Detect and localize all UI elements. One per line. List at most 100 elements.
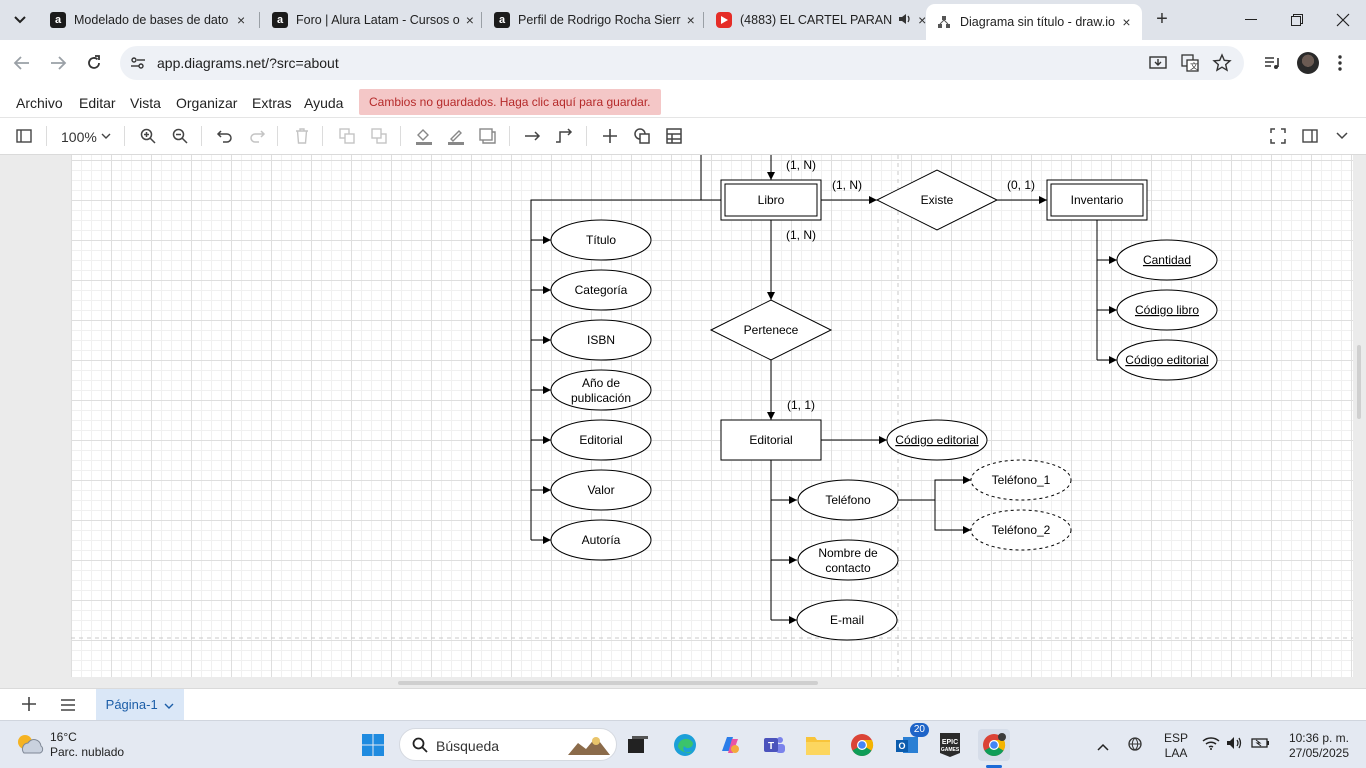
unsaved-changes-notice[interactable]: Cambios no guardados. Haga clic aquí par…	[359, 89, 661, 115]
back-button[interactable]	[8, 49, 36, 77]
attribute-ellipse[interactable]: Título	[550, 219, 652, 261]
attribute-ellipse[interactable]: Valor	[550, 469, 652, 511]
entity-editorial[interactable]: Editorial	[720, 419, 822, 461]
horizontal-scrollbar[interactable]	[398, 681, 818, 685]
browser-tab-4[interactable]: (4883) EL CARTEL PARAN ×	[706, 0, 926, 40]
volume-icon[interactable]	[1226, 736, 1244, 755]
system-clock[interactable]: 10:36 p. m. 27/05/2025	[1283, 731, 1349, 761]
undo-button[interactable]	[213, 125, 237, 147]
attribute-codigo-editorial-key[interactable]: Código editorial	[886, 419, 988, 461]
relationship-pertenece[interactable]: Pertenece	[709, 299, 833, 361]
entity-inventario[interactable]: Inventario	[1046, 179, 1148, 221]
battery-icon[interactable]	[1251, 736, 1271, 755]
edge-tel-1[interactable]	[898, 476, 971, 501]
menu-vista[interactable]: Vista	[130, 95, 161, 111]
copilot-button[interactable]	[714, 729, 746, 761]
menu-extras[interactable]: Extras	[252, 95, 292, 111]
line-color-button[interactable]	[444, 125, 468, 147]
browser-tab-1[interactable]: a Modelado de bases de dato ×	[40, 0, 258, 40]
to-front-button[interactable]	[335, 125, 359, 147]
wifi-icon[interactable]	[1202, 736, 1220, 755]
edge-libro-attributes-trunk[interactable]	[530, 199, 721, 540]
collapse-toolbar-button[interactable]	[1330, 125, 1354, 147]
edge-tel-2[interactable]	[934, 500, 971, 534]
weather-widget[interactable]: 16°C Parc. nublado	[50, 730, 124, 760]
show-hidden-icons-button[interactable]	[1097, 738, 1109, 756]
menu-archivo[interactable]: Archivo	[16, 95, 63, 111]
edge-browser-button[interactable]	[669, 729, 701, 761]
attribute-ellipse[interactable]: Código libro	[1116, 289, 1218, 331]
input-language-indicator[interactable]: ESP LAA	[1164, 731, 1188, 761]
page-tab-1[interactable]: Página-1	[96, 689, 184, 721]
tab-search-menu-button[interactable]	[6, 6, 34, 34]
chrome-profile-button-active[interactable]	[978, 729, 1010, 761]
teams-button[interactable]: T	[758, 729, 790, 761]
attribute-ellipse[interactable]: Código editorial	[1116, 339, 1218, 381]
attribute-ellipse[interactable]: ISBN	[550, 319, 652, 361]
attribute-ellipse[interactable]: Autoría	[550, 519, 652, 561]
vertical-scrollbar[interactable]	[1357, 345, 1361, 419]
entity-libro[interactable]: Libro	[720, 179, 822, 221]
task-view-button[interactable]	[622, 729, 654, 761]
network-status-icon[interactable]	[1126, 735, 1144, 758]
table-button[interactable]	[662, 125, 686, 147]
attribute-telefono-2[interactable]: Teléfono_2	[970, 509, 1072, 551]
close-tab-icon[interactable]: ×	[237, 12, 246, 28]
reload-button[interactable]	[80, 49, 108, 77]
zoom-level[interactable]: 100%	[61, 129, 97, 145]
speaker-icon[interactable]	[898, 13, 912, 28]
site-settings-icon[interactable]	[128, 53, 148, 73]
file-explorer-button[interactable]	[802, 729, 834, 761]
format-panel-button[interactable]	[1298, 125, 1322, 147]
close-window-button[interactable]	[1320, 0, 1366, 40]
close-tab-icon[interactable]: ×	[686, 12, 695, 28]
profile-avatar[interactable]	[1297, 52, 1319, 74]
er-diagram[interactable]: (1, N) (1, N) (0, 1) (1, N) (1, 1) Libro…	[0, 155, 1366, 688]
redo-button[interactable]	[245, 125, 269, 147]
browser-tab-2[interactable]: a Foro | Alura Latam - Cursos o ×	[262, 0, 480, 40]
diagram-canvas[interactable]: (1, N) (1, N) (0, 1) (1, N) (1, 1) Libro…	[0, 155, 1366, 688]
url-text[interactable]: app.diagrams.net/?src=about	[157, 55, 339, 71]
attribute-ellipse[interactable]: Editorial	[550, 419, 652, 461]
zoom-dropdown-button[interactable]	[94, 125, 118, 147]
close-tab-icon[interactable]: ×	[1122, 14, 1131, 30]
connection-style-button[interactable]	[521, 125, 545, 147]
weather-icon[interactable]	[14, 731, 44, 762]
menu-ayuda[interactable]: Ayuda	[304, 95, 344, 111]
new-tab-button[interactable]: +	[1156, 8, 1168, 30]
shapes-button[interactable]	[630, 125, 654, 147]
menu-editar[interactable]: Editar	[79, 95, 116, 111]
relationship-existe[interactable]: Existe	[875, 169, 999, 231]
insert-button[interactable]	[598, 125, 622, 147]
zoom-in-button[interactable]	[136, 125, 160, 147]
outlook-button[interactable]: O 20	[891, 723, 929, 761]
browser-tab-5-active[interactable]: Diagrama sin título - draw.io ×	[926, 4, 1142, 40]
fullscreen-button[interactable]	[1266, 125, 1290, 147]
omnibox[interactable]: app.diagrams.net/?src=about 文	[120, 46, 1244, 80]
close-tab-icon[interactable]: ×	[918, 12, 927, 28]
bookmark-star-icon[interactable]	[1212, 53, 1232, 73]
pages-menu-button[interactable]	[60, 698, 76, 716]
attribute-email[interactable]: E-mail	[796, 599, 898, 641]
install-app-icon[interactable]	[1148, 53, 1168, 73]
chrome-menu-button[interactable]	[1326, 49, 1354, 77]
media-controls-button[interactable]	[1258, 49, 1286, 77]
add-page-button[interactable]	[22, 697, 36, 716]
taskbar-search[interactable]: Búsqueda	[399, 728, 617, 761]
toggle-sidebar-button[interactable]	[12, 125, 36, 147]
waypoints-button[interactable]	[553, 125, 577, 147]
diagram-page[interactable]	[71, 155, 1353, 677]
restore-window-button[interactable]	[1274, 0, 1320, 40]
attribute-telefono-1[interactable]: Teléfono_1	[970, 459, 1072, 501]
windows-start-button[interactable]	[357, 729, 389, 761]
fill-color-button[interactable]	[412, 125, 436, 147]
zoom-out-button[interactable]	[168, 125, 192, 147]
forward-button[interactable]	[44, 49, 72, 77]
delete-button[interactable]	[290, 125, 314, 147]
to-back-button[interactable]	[367, 125, 391, 147]
minimize-window-button[interactable]	[1228, 0, 1274, 40]
chrome-button[interactable]	[846, 729, 878, 761]
